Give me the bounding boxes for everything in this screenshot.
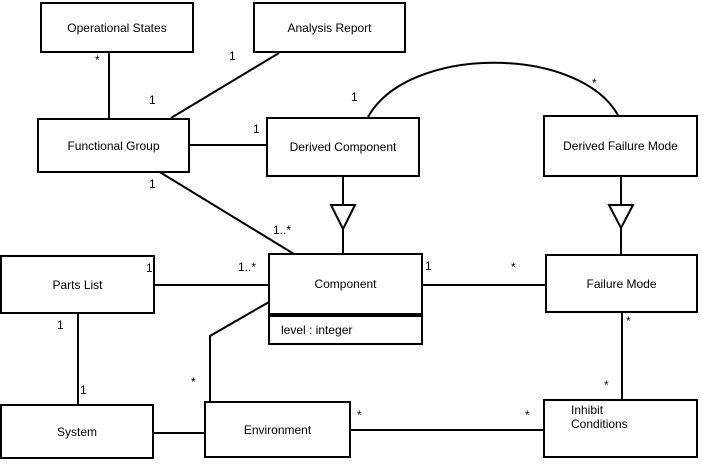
multiplicity-parts-list-system: 1 <box>57 318 64 332</box>
class-inhibit-conditions: Inhibit Conditions <box>543 399 698 458</box>
edge-analysis-report-functional-group <box>170 52 280 119</box>
class-environment: Environment <box>204 401 351 458</box>
multiplicity-functional-group-component: 1 <box>149 177 156 191</box>
class-name-functional-group: Functional Group <box>67 138 160 153</box>
class-name-inhibit-conditions: Inhibit Conditions <box>571 403 628 431</box>
class-name-failure-mode: Failure Mode <box>586 276 657 291</box>
class-derived-component: Derived Component <box>266 117 420 177</box>
multiplicity-inhibit-failure-mode: * <box>604 378 609 392</box>
class-parts-list: Parts List <box>0 255 155 314</box>
class-name-derived-component: Derived Component <box>289 140 397 154</box>
class-name-system: System <box>56 424 97 439</box>
generalization-arrow-failure-mode <box>607 204 635 231</box>
class-name-derived-failure-mode: Derived Failure Mode <box>563 139 678 153</box>
multiplicity-system: 1 <box>80 383 87 397</box>
multiplicity-derived-failure-mode-arc: * <box>592 76 597 90</box>
class-attribute-compartment: level : integer <box>270 317 421 343</box>
multiplicity-component-parts-list: 1..* <box>238 260 257 274</box>
multiplicity-environment-component: * <box>191 375 196 389</box>
class-functional-group: Functional Group <box>37 118 190 173</box>
class-failure-mode: Failure Mode <box>545 254 698 313</box>
multiplicity-failure-mode: * <box>511 260 516 274</box>
class-system: System <box>0 404 154 459</box>
edge-component-environment <box>209 301 270 402</box>
class-analysis-report: Analysis Report <box>253 2 406 53</box>
class-name-parts-list: Parts List <box>52 277 103 292</box>
multiplicity-derived-component-arc: 1 <box>351 90 358 104</box>
class-name-compartment: Component <box>270 255 421 317</box>
class-component: Component level : integer <box>268 253 423 345</box>
multiplicity-environment-inhibit: * <box>357 408 362 422</box>
edge-derived-component-derived-failure-mode <box>367 61 619 118</box>
class-name-operational-states: Operational States <box>67 20 167 35</box>
multiplicity-component-failure: 1 <box>425 259 432 273</box>
multiplicity-functional-group-analysis: 1 <box>149 93 156 107</box>
class-operational-states: Operational States <box>40 2 194 53</box>
multiplicity-derived-component: 1 <box>253 122 260 136</box>
generalization-arrow-component <box>329 204 357 232</box>
class-derived-failure-mode: Derived Failure Mode <box>543 115 698 177</box>
class-name-environment: Environment <box>243 422 312 437</box>
multiplicity-analysis-report: 1 <box>229 49 236 63</box>
multiplicity-component-functional-group: 1..* <box>273 223 292 237</box>
edge-functional-group-component <box>157 170 295 255</box>
multiplicity-operational-states: * <box>95 53 100 67</box>
class-name-analysis-report: Analysis Report <box>287 20 372 35</box>
multiplicity-inhibit-environment: * <box>525 408 530 422</box>
attribute-level-integer: level : integer <box>281 323 353 337</box>
multiplicity-failure-mode-inhibit: * <box>626 314 631 328</box>
multiplicity-parts-list: 1 <box>146 261 153 275</box>
class-name-component: Component <box>314 277 377 291</box>
